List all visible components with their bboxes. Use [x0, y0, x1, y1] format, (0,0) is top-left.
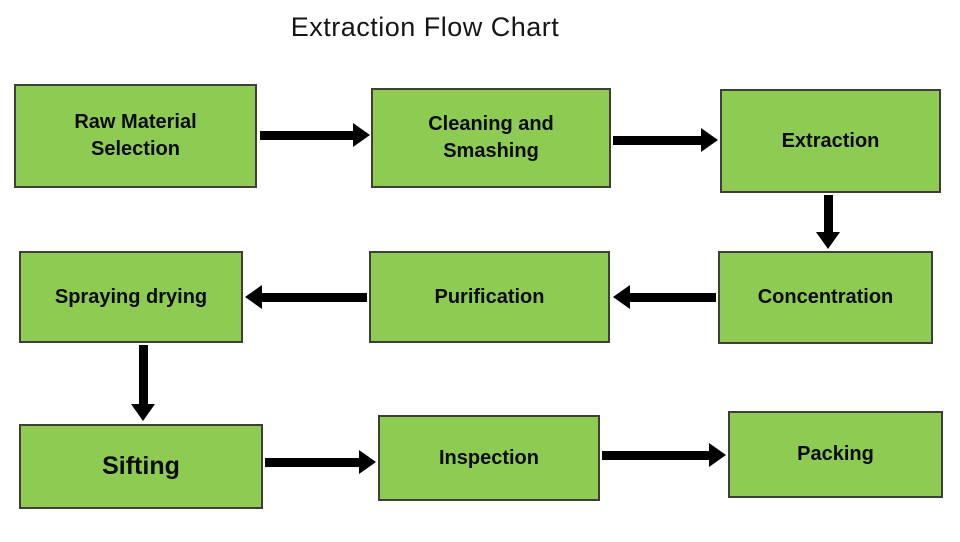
- arrow-raw-material-to-cleaning: [260, 123, 370, 147]
- arrow-shaft: [630, 292, 716, 302]
- arrow-shaft: [262, 292, 367, 302]
- arrow-extraction-to-concentration: [816, 195, 840, 249]
- arrow-concentration-to-purification: [613, 285, 716, 309]
- node-inspection: Inspection: [378, 415, 600, 501]
- arrow-head-icon: [245, 285, 262, 309]
- arrow-head-icon: [709, 443, 726, 467]
- arrow-head-icon: [816, 232, 840, 249]
- arrow-shaft: [265, 457, 359, 467]
- node-cleaning-and-smashing: Cleaning and Smashing: [371, 88, 611, 188]
- arrow-head-icon: [353, 123, 370, 147]
- node-purification: Purification: [369, 251, 610, 343]
- node-sifting: Sifting: [19, 424, 263, 509]
- arrow-shaft: [138, 345, 148, 404]
- arrow-shaft: [602, 450, 709, 460]
- arrow-shaft: [823, 195, 833, 232]
- arrow-cleaning-to-extraction: [613, 128, 718, 152]
- chart-title: Extraction Flow Chart: [290, 12, 560, 42]
- arrow-head-icon: [131, 404, 155, 421]
- arrow-head-icon: [359, 450, 376, 474]
- arrow-purification-to-spraying-drying: [245, 285, 367, 309]
- arrow-shaft: [613, 135, 701, 145]
- arrow-sifting-to-inspection: [265, 450, 376, 474]
- node-packing: Packing: [728, 411, 943, 498]
- arrow-spraying-drying-to-sifting: [131, 345, 155, 421]
- node-raw-material-selection: Raw Material Selection: [14, 84, 257, 188]
- arrow-inspection-to-packing: [602, 443, 726, 467]
- node-concentration: Concentration: [718, 251, 933, 344]
- arrow-shaft: [260, 130, 353, 140]
- node-extraction: Extraction: [720, 89, 941, 193]
- node-spraying-drying: Spraying drying: [19, 251, 243, 343]
- arrow-head-icon: [701, 128, 718, 152]
- arrow-head-icon: [613, 285, 630, 309]
